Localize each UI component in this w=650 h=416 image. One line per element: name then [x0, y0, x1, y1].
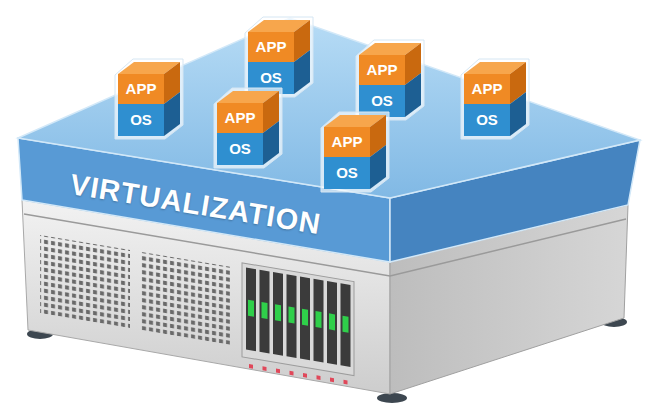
status-led	[344, 380, 348, 385]
vm-cube: APPOS	[114, 58, 186, 141]
vent-grill	[40, 235, 130, 328]
app-face	[324, 127, 370, 157]
os-label: OS	[464, 104, 510, 136]
cube-shape	[320, 111, 392, 194]
status-led	[303, 373, 307, 378]
os-face	[324, 157, 370, 189]
vm-cube: APPOS	[213, 87, 285, 170]
app-label: APP	[248, 32, 294, 62]
status-led	[317, 375, 321, 380]
os-side	[263, 121, 279, 165]
drive-slot	[287, 274, 297, 358]
vm-cube: APPOS	[460, 58, 532, 141]
app-face	[118, 74, 164, 104]
drive-slot	[314, 279, 324, 363]
drive-light	[248, 300, 254, 317]
cube-halo	[245, 17, 313, 97]
virtualization-layer: VIRTUALIZATIONAPPOSAPPOSAPPOSAPPOSAPPOSA…	[18, 18, 640, 262]
os-label: OS	[118, 104, 164, 136]
os-side	[164, 92, 180, 136]
os-face	[118, 104, 164, 136]
status-led	[263, 366, 267, 371]
vm-cube: APPOS	[320, 111, 392, 194]
os-side	[405, 73, 421, 117]
app-face	[248, 32, 294, 62]
drive-slot	[327, 281, 337, 365]
os-side	[370, 145, 386, 189]
drive-light	[343, 316, 349, 333]
drive-bay-frame	[242, 263, 354, 376]
layer-top-face	[18, 18, 640, 198]
drive-slot	[341, 283, 351, 367]
os-label: OS	[217, 133, 263, 165]
cube-halo	[214, 88, 282, 168]
cube-halo	[115, 59, 183, 139]
status-led	[290, 371, 294, 376]
drive-light	[316, 311, 322, 328]
app-label: APP	[359, 55, 405, 85]
vm-cube: APPOS	[244, 16, 316, 99]
cube-shape	[460, 58, 532, 141]
cube-shape	[355, 39, 427, 122]
status-led	[276, 369, 280, 374]
app-face	[217, 103, 263, 133]
app-label: APP	[217, 103, 263, 133]
app-label: APP	[464, 74, 510, 104]
cube-shape	[244, 16, 316, 99]
cube-halo	[356, 40, 424, 120]
drive-light	[329, 313, 335, 330]
cube-shape	[114, 58, 186, 141]
server-front-details	[40, 229, 354, 386]
drive-light	[289, 307, 295, 324]
status-led	[249, 364, 253, 369]
os-label: OS	[324, 157, 370, 189]
drive-light	[262, 302, 268, 319]
cube-halo	[461, 59, 529, 139]
app-label: APP	[324, 127, 370, 157]
drive-light	[302, 309, 308, 326]
cube-shape	[213, 87, 285, 170]
os-side	[510, 92, 526, 136]
server-foot	[377, 393, 407, 403]
app-label: APP	[118, 74, 164, 104]
app-face	[464, 74, 510, 104]
app-face	[359, 55, 405, 85]
drive-slot	[260, 270, 270, 354]
vm-cube: APPOS	[355, 39, 427, 122]
os-side	[294, 50, 310, 94]
drive-slot	[273, 272, 283, 356]
drive-light	[275, 304, 281, 321]
os-face	[464, 104, 510, 136]
cube-halo	[321, 112, 389, 192]
status-led	[330, 378, 334, 383]
os-face	[217, 133, 263, 165]
drive-slot	[300, 277, 310, 361]
vent-grill	[140, 252, 230, 345]
drive-slot	[246, 267, 256, 351]
